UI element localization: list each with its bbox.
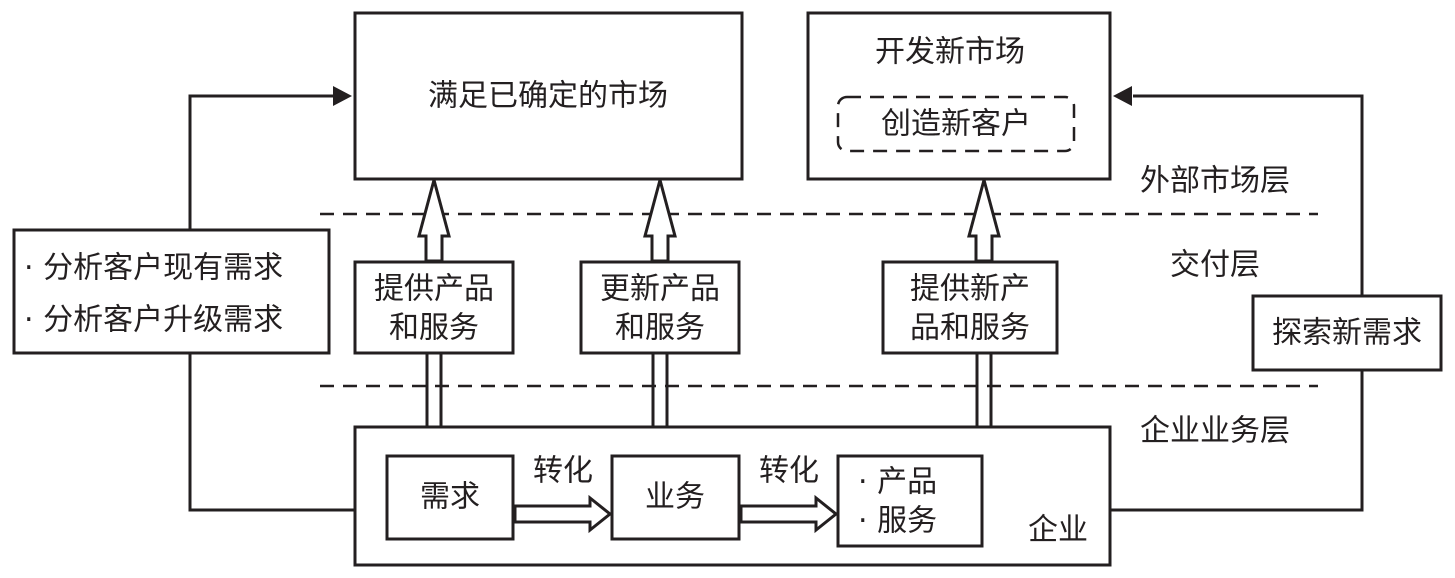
new-customers-dashed-box [836, 95, 1076, 153]
output-item: · 服务 [858, 504, 937, 539]
products-services-box [836, 454, 984, 548]
left-feedback-arrowhead [333, 86, 352, 106]
delivery-box-label: 和服务 [615, 311, 705, 346]
hollow-up-arrow-established-2 [643, 174, 677, 263]
layer-label-enterprise-business: 企业业务层 [1140, 414, 1290, 449]
established-market-label: 满足已确定的市场 [428, 79, 668, 114]
delivery-box-label: 提供产品 [374, 272, 494, 307]
explore-needs-box [1251, 294, 1443, 372]
business-box [610, 454, 741, 541]
layer-label-external: 外部市场层 [1140, 164, 1290, 199]
new-market-label: 开发新市场 [875, 35, 1025, 70]
delivery-box-label: 和服务 [389, 311, 479, 346]
delivery-box-label: 更新产品 [600, 272, 720, 307]
customer-analysis-item: · 分析客户升级需求 [24, 303, 283, 338]
explore-needs-label: 探索新需求 [1272, 316, 1422, 351]
established-market-box [353, 11, 744, 181]
convert-label-1: 转化 [533, 454, 593, 489]
output-item: · 产品 [858, 465, 937, 500]
delivery-box-update-products [579, 260, 741, 355]
hollow-up-arrow-established-1 [417, 174, 451, 263]
delivery-box-label: 提供新产 [910, 272, 1030, 307]
convert-arrow-2 [739, 494, 839, 534]
enterprise-label: 企业 [1028, 513, 1088, 548]
demand-label: 需求 [420, 480, 480, 515]
hollow-up-arrow-new-market [967, 174, 1001, 263]
customer-analysis-box [12, 228, 331, 355]
right-exploration-arrowhead [1113, 86, 1132, 106]
delivery-box-products-services [353, 260, 515, 355]
convert-arrow-1 [513, 494, 613, 534]
delivery-shafts [425, 353, 993, 427]
delivery-box-label: 品和服务 [910, 311, 1030, 346]
business-label: 业务 [645, 480, 705, 515]
layer-label-delivery: 交付层 [1170, 248, 1260, 283]
customer-analysis-item: · 分析客户现有需求 [24, 251, 283, 286]
delivery-box-new-products [881, 260, 1059, 355]
demand-box [385, 454, 515, 541]
convert-label-2: 转化 [759, 454, 819, 489]
new-customers-label: 创造新客户 [881, 107, 1031, 142]
